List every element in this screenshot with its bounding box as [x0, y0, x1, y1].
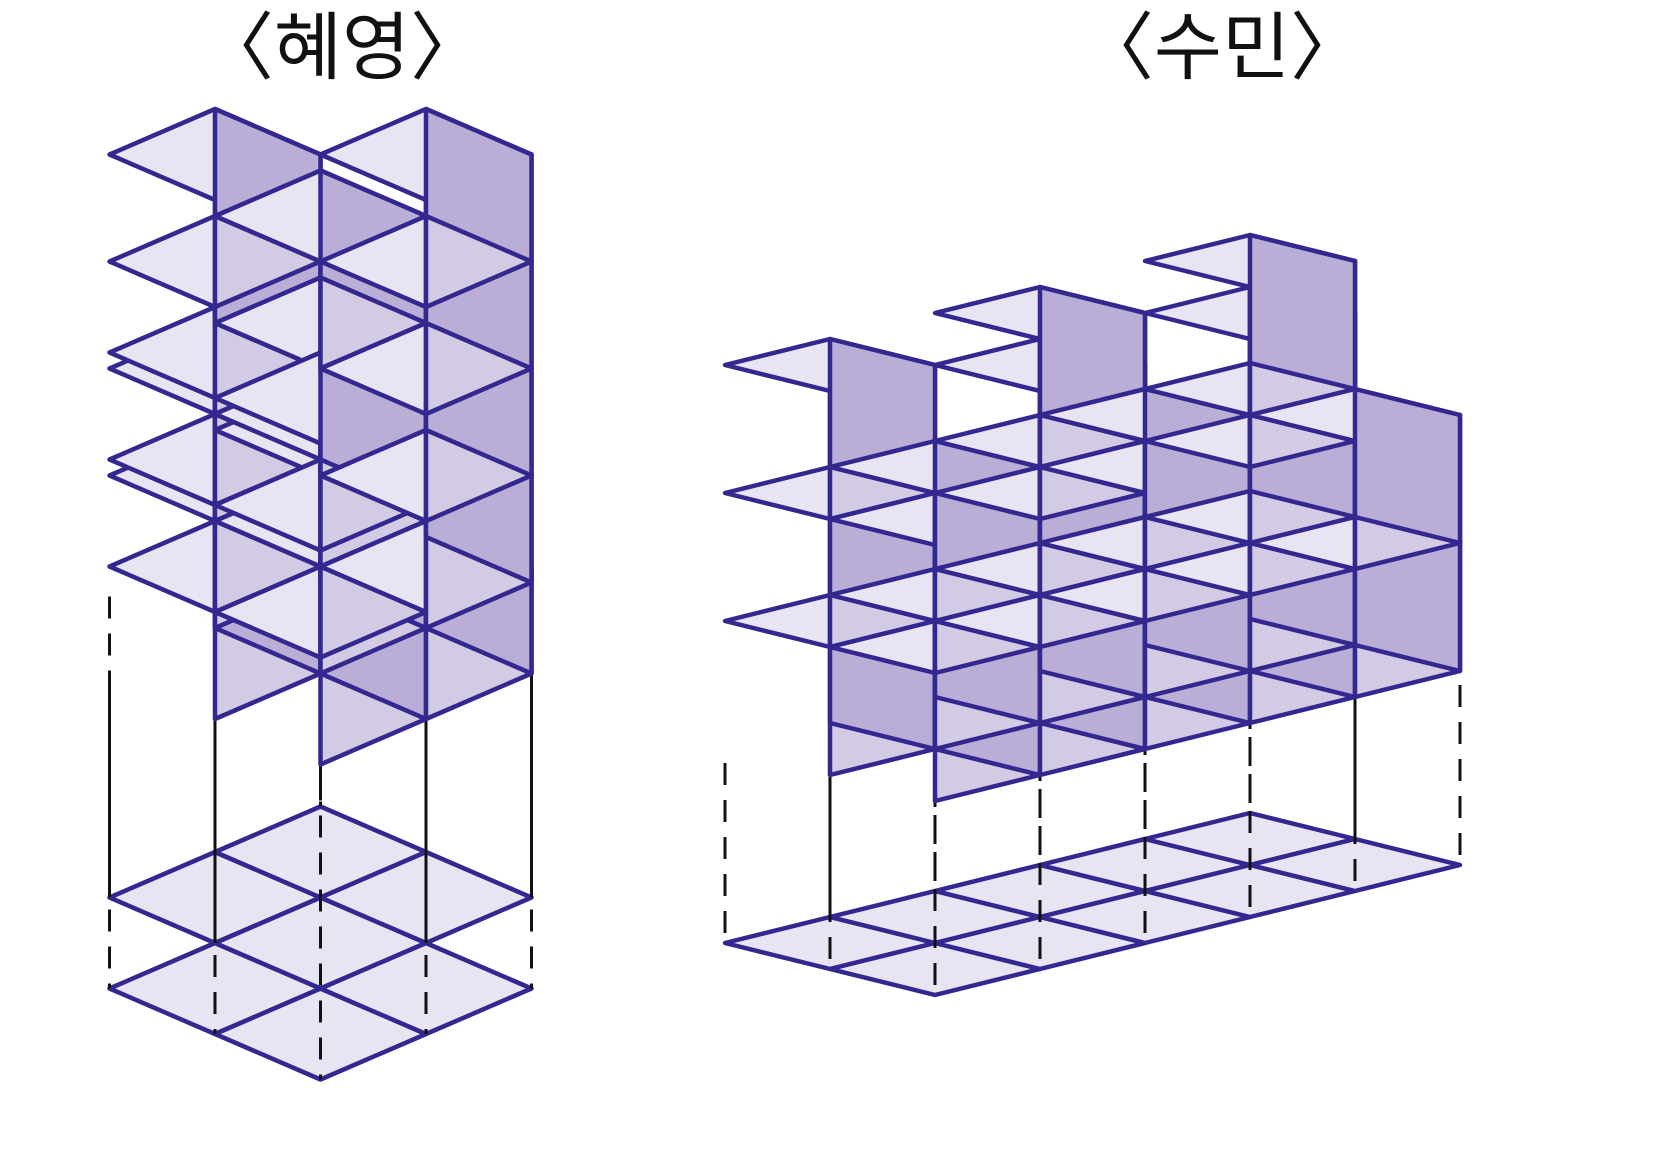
- sumin-cube: [1247, 386, 1463, 572]
- hyeyoung-floor-projection: [107, 804, 534, 1082]
- sumin-cube: [1142, 232, 1358, 418]
- sumin-cube-stack: [722, 232, 1463, 998]
- sumin-cubes: [722, 232, 1463, 804]
- sumin-floor-projection: [722, 810, 1463, 998]
- figure-title-hyeyoung: 〈혜영〉: [199, 5, 485, 91]
- hyeyoung-cube-side-face: [423, 106, 534, 264]
- hyeyoung-cube-stack: [107, 106, 534, 1082]
- hyeyoung-cube: [318, 106, 534, 310]
- sumin-cube-side-face: [1352, 386, 1463, 546]
- hyeyoung-cubes: [107, 106, 534, 767]
- sumin-cube-side-face: [1247, 232, 1358, 392]
- figure-title-sumin: 〈수민〉: [1079, 5, 1365, 91]
